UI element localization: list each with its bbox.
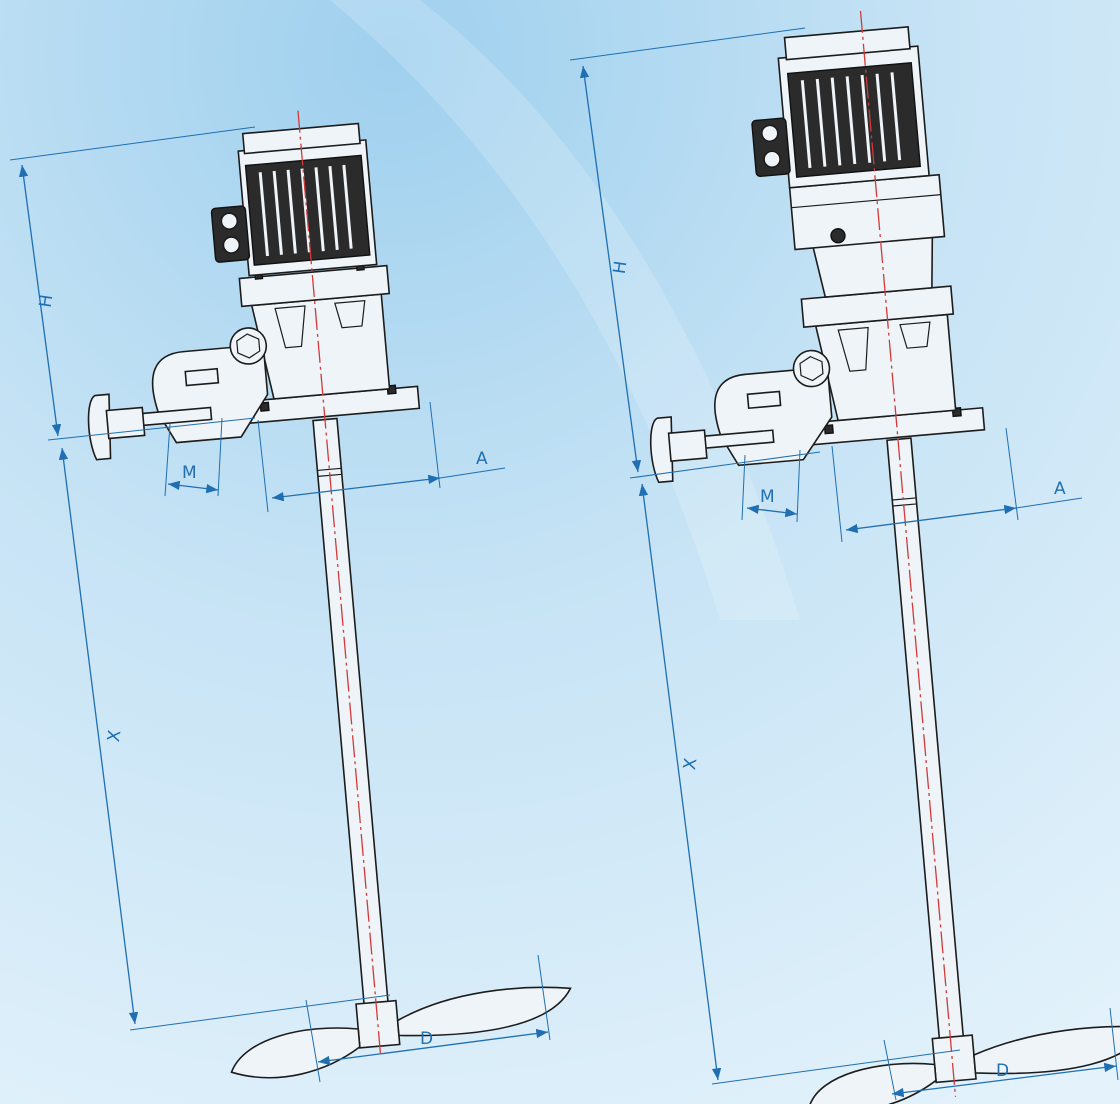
dim-a-line xyxy=(845,504,1017,534)
dim-x-line xyxy=(638,483,722,1081)
dim-h-line xyxy=(579,65,642,473)
label-x: X xyxy=(104,729,125,744)
lantern-housing xyxy=(814,313,957,422)
label-a: A xyxy=(1054,479,1066,499)
motor-cap xyxy=(241,122,361,155)
motor-cap xyxy=(783,25,911,61)
dim-a-line xyxy=(271,474,441,502)
label-a: A xyxy=(476,449,488,469)
dim-m-line xyxy=(167,480,219,494)
center-axis xyxy=(297,110,382,1058)
clamp-nut xyxy=(792,349,831,388)
dim-h-line xyxy=(18,164,62,437)
dim-d-line xyxy=(891,1062,1117,1098)
clamp-nut xyxy=(229,327,268,365)
dimensions-geared: H X M A D xyxy=(569,27,1119,1101)
center-axis xyxy=(859,10,957,1097)
dimensions-compact: H X M A D xyxy=(9,126,551,1083)
motor-adapter xyxy=(238,264,391,308)
clamp-handle xyxy=(649,416,674,484)
label-m: M xyxy=(182,463,197,483)
dim-d-line xyxy=(317,1028,549,1066)
label-h: H xyxy=(36,293,58,308)
label-h: H xyxy=(610,260,632,275)
mixer-geared xyxy=(649,10,1120,1104)
lantern-housing xyxy=(250,293,391,400)
label-d: D xyxy=(996,1061,1009,1081)
dim-m-line xyxy=(746,504,798,518)
motor-fins xyxy=(786,61,922,178)
dim-x-line xyxy=(58,447,139,1025)
label-x: X xyxy=(680,757,701,772)
label-d: D xyxy=(420,1029,433,1049)
background-swoosh xyxy=(330,0,800,620)
label-m: M xyxy=(760,487,775,507)
